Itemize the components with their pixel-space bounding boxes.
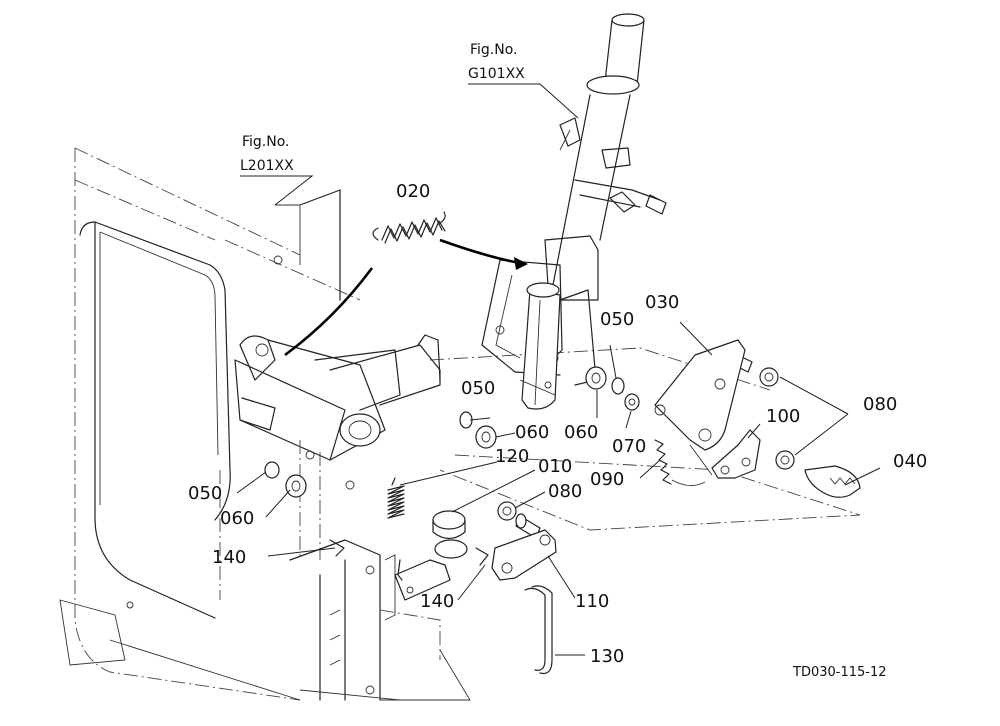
spring-090 xyxy=(654,439,706,486)
pin-140 xyxy=(329,539,489,566)
part-label-140: 140 xyxy=(420,591,454,612)
part-label-110: 110 xyxy=(575,591,609,612)
spring-120 xyxy=(387,477,405,581)
assembly-arrows xyxy=(284,238,528,357)
part-label-040: 040 xyxy=(893,451,927,472)
sector-040 xyxy=(804,465,861,498)
part-label-090: 090 xyxy=(590,469,624,490)
figure-ref-number: L201XX xyxy=(240,158,294,174)
part-label-010: 010 xyxy=(538,456,572,477)
part-label-060: 060 xyxy=(220,508,254,529)
cap-010 xyxy=(432,510,468,559)
part-label-140: 140 xyxy=(212,547,246,568)
callout-lines xyxy=(236,83,881,656)
part-label-080: 080 xyxy=(548,481,582,502)
figure-ref-label: Fig.No. xyxy=(470,42,518,58)
part-label-060: 060 xyxy=(515,422,549,443)
part-label-070: 070 xyxy=(612,436,646,457)
part-label-050: 050 xyxy=(600,309,634,330)
figure-ref-g101xx: Fig.No. G101XX xyxy=(468,42,525,82)
frame-body xyxy=(59,147,861,701)
arm-100 xyxy=(711,429,761,479)
figure-ref-label: Fig.No. xyxy=(242,134,290,150)
figure-ref-l201xx: Fig.No. L201XX xyxy=(240,134,294,174)
steering-column xyxy=(481,13,667,410)
part-label-050: 050 xyxy=(461,378,495,399)
drawing-code: TD030-115-12 xyxy=(792,665,887,680)
plate-030 xyxy=(654,339,746,476)
part-label-080: 080 xyxy=(863,394,897,415)
part-label-020: 020 xyxy=(396,181,430,202)
part-label-120: 120 xyxy=(495,446,529,467)
spring-020 xyxy=(372,211,446,244)
part-label-130: 130 xyxy=(590,646,624,667)
part-label-060: 060 xyxy=(564,422,598,443)
rod-130 xyxy=(524,585,553,675)
part-label-100: 100 xyxy=(766,406,800,427)
part-label-030: 030 xyxy=(645,292,679,313)
figure-ref-number: G101XX xyxy=(468,66,525,82)
part-labels: 020 030 050 050 080 100 060 060 070 120 … xyxy=(188,181,927,667)
link-110 xyxy=(491,529,557,581)
part-label-050: 050 xyxy=(188,483,222,504)
